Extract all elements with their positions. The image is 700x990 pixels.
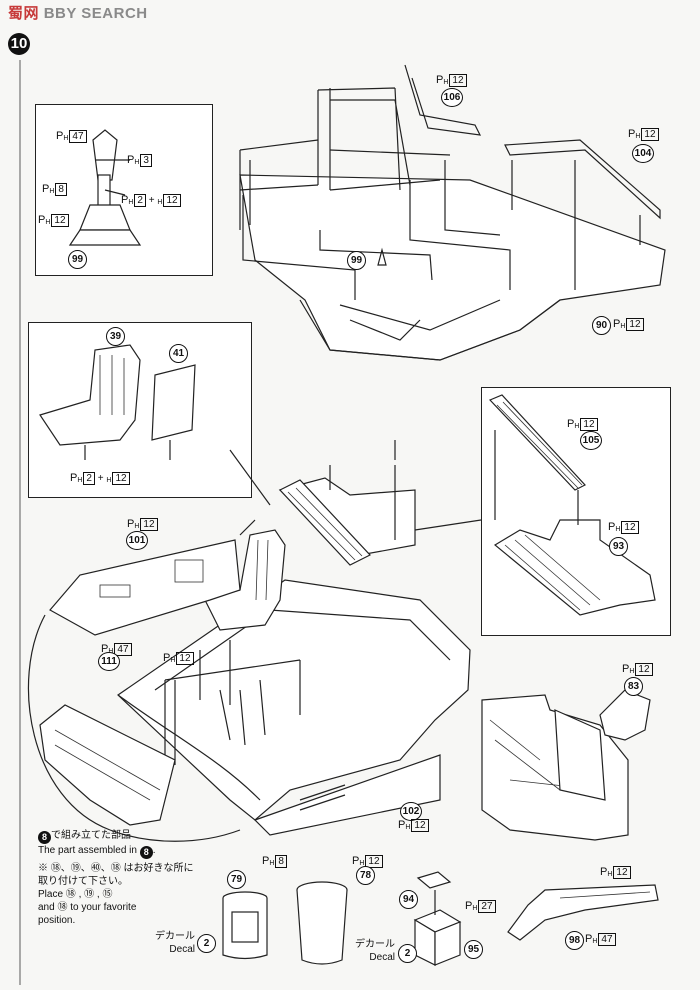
lower-chassis-drawing <box>27 440 482 842</box>
watermark: 蜀网 BBY SEARCH <box>8 5 148 22</box>
part-41: 41 <box>169 344 188 363</box>
part-105: 105 <box>580 431 602 450</box>
part-106: 106 <box>441 88 463 107</box>
part-104: 104 <box>632 144 654 163</box>
part-99-upper: 99 <box>347 251 366 270</box>
part-98: 98 <box>565 931 584 950</box>
part-99-inset: 99 <box>68 250 87 269</box>
part-111: 111 <box>98 652 120 671</box>
upper-chassis-drawing <box>239 64 666 361</box>
placement-note: ※ ⑱、⑲、㊵、⑱ はお好きな所に 取り付けて下さい。 Place ⑱ , ⑲ … <box>38 863 194 926</box>
part-93: 93 <box>609 537 628 556</box>
box-drawing <box>413 871 462 966</box>
step-number: 10 <box>8 33 30 55</box>
can-drawing <box>222 891 268 960</box>
floor-inset-drawing <box>488 394 656 616</box>
part-79: 79 <box>227 870 246 889</box>
part-94: 94 <box>399 890 418 909</box>
detail-view-drawing <box>481 689 651 841</box>
bucket-drawing <box>296 881 348 965</box>
decal-number-can: 2 <box>197 934 216 953</box>
shifter-inset-frame <box>35 104 213 276</box>
part-102: 102 <box>400 802 422 821</box>
shotgun-drawing <box>507 884 659 941</box>
part-39: 39 <box>106 327 125 346</box>
part-78: 78 <box>356 866 375 885</box>
part-90: 90 <box>592 316 611 335</box>
seat-inset-drawing <box>39 344 196 460</box>
part-101: 101 <box>126 531 148 550</box>
decal-number-box: 2 <box>398 944 417 963</box>
decal-label-can: デカール Decal <box>155 931 195 955</box>
part-95: 95 <box>464 940 483 959</box>
decal-label-box: デカール Decal <box>355 939 395 963</box>
shifter-drawing <box>68 129 142 246</box>
part-83: 83 <box>624 677 643 696</box>
